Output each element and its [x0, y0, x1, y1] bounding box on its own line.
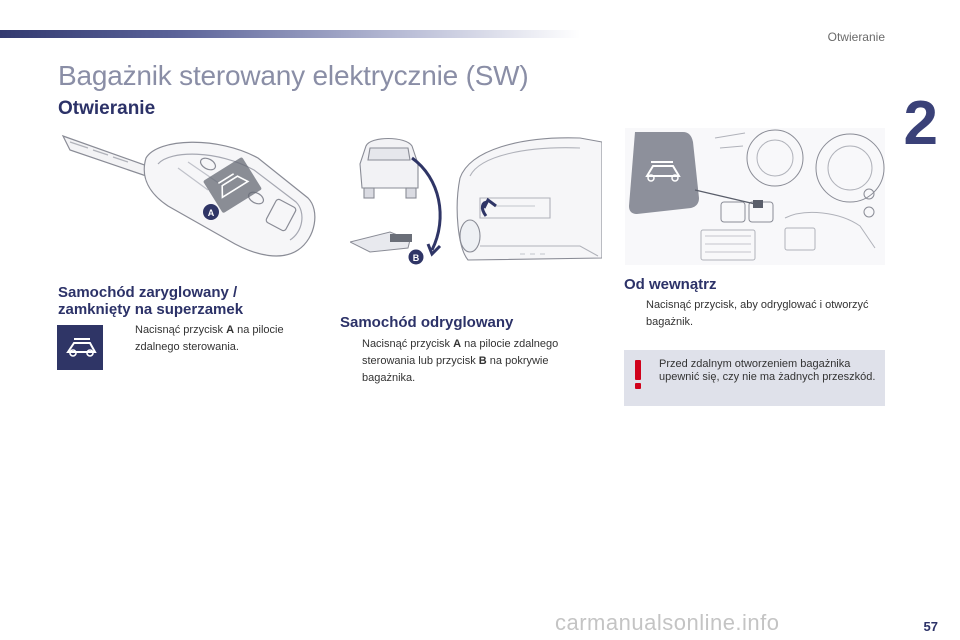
locked-text-post: na pilocie zdalnego sterowania.: [135, 324, 284, 353]
unlocked-text-bold-a: A: [453, 338, 462, 350]
unlocked-text-bold-b: B: [478, 355, 487, 367]
car-trunk-icon: [66, 338, 97, 357]
header-gradient-bar: [0, 30, 580, 38]
locked-instruction: Nacisnąć przycisk A na pilocie zdalnego …: [113, 322, 311, 356]
remote-key-illustration: A: [61, 134, 316, 257]
locked-heading-line2: zamknięty na superzamek: [58, 301, 244, 318]
locked-heading-line1: Samochód zaryglowany /: [58, 284, 238, 301]
inside-heading: Od wewnątrz: [624, 276, 717, 293]
label-a: A: [208, 208, 215, 218]
label-b: B: [413, 253, 420, 263]
dashboard-illustration: [625, 128, 885, 265]
locked-text-pre: Nacisnąć przycisk: [135, 324, 227, 336]
tailgate-button-icon: [57, 325, 103, 370]
car-tailgate-illustration: B: [350, 137, 602, 265]
warning-box: Przed zdalnym otworzeniem bagażnika upew…: [624, 350, 885, 406]
watermark: carmanualsonline.info: [555, 610, 780, 635]
section-label: Otwieranie: [827, 30, 885, 44]
locked-text-bold: A: [226, 324, 235, 336]
unlocked-instruction: Nacisnąć przycisk A na pilocie zdalnego …: [340, 336, 595, 387]
inside-instruction: Nacisnąć przycisk, aby odryglować i otwo…: [624, 297, 874, 331]
unlocked-heading: Samochód odryglowany: [340, 314, 514, 331]
exclamation-icon: [635, 360, 641, 389]
locked-heading: Samochód zaryglowany / zamknięty na supe…: [58, 284, 288, 318]
page-number: 57: [923, 619, 938, 634]
unlocked-text-pre: Nacisnąć przycisk: [362, 338, 454, 350]
page-title: Bagażnik sterowany elektrycznie (SW): [58, 60, 529, 91]
page-subtitle: Otwieranie: [58, 98, 156, 119]
inside-text: Nacisnąć przycisk, aby odryglować i otwo…: [646, 299, 869, 328]
unlocked-text-mid: na pilocie zdalnego sterowania lub przyc…: [362, 338, 559, 367]
warning-text: Przed zdalnym otworzeniem bagażnika upew…: [659, 358, 876, 383]
unlocked-text-post: na pokrywie bagażnika.: [362, 355, 549, 384]
chapter-number: 2: [903, 89, 938, 158]
